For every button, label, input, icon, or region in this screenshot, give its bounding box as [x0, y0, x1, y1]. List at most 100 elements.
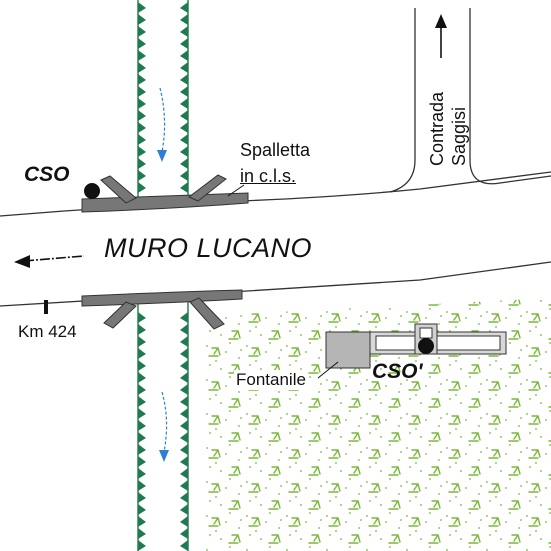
fontanile-structure	[325, 323, 507, 369]
bank-hatch-tooth	[180, 528, 188, 539]
bank-hatch-tooth	[138, 516, 146, 527]
bank-hatch-tooth	[180, 480, 188, 491]
bank-hatch-tooth	[180, 372, 188, 383]
town-label: MURO LUCANO	[104, 233, 313, 263]
cso-prime-marker	[418, 338, 434, 354]
bank-hatch-tooth	[180, 468, 188, 479]
bank-hatch-tooth	[138, 456, 146, 467]
bank-hatch-tooth	[138, 420, 146, 431]
bank-hatch-tooth	[180, 134, 188, 145]
bank-hatch-tooth	[180, 360, 188, 371]
fontanile-label: Fontanile	[234, 370, 308, 390]
cso-marker	[84, 183, 100, 199]
bank-hatch-tooth	[180, 336, 188, 347]
saggisi-label: Saggisi	[449, 106, 469, 166]
bridge-north	[81, 174, 249, 213]
bank-hatch-tooth	[138, 134, 146, 145]
bank-hatch-tooth	[138, 74, 146, 85]
bank-hatch-tooth	[180, 86, 188, 97]
bank-hatch-tooth	[138, 110, 146, 121]
bank-hatch-tooth	[138, 444, 146, 455]
bank-hatch-tooth	[180, 504, 188, 515]
bank-hatch-tooth	[138, 50, 146, 61]
bank-hatch-tooth	[180, 420, 188, 431]
bank-hatch-tooth	[138, 396, 146, 407]
bank-hatch-tooth	[138, 492, 146, 503]
bank-hatch-tooth	[138, 384, 146, 395]
bank-hatch-tooth	[138, 170, 146, 181]
spalletta-material-label: in c.l.s.	[240, 166, 297, 186]
bank-hatch-tooth	[138, 146, 146, 157]
bank-hatch-tooth	[138, 432, 146, 443]
bank-hatch-tooth	[180, 146, 188, 157]
bank-hatch-tooth	[180, 444, 188, 455]
bank-hatch-tooth	[180, 98, 188, 109]
bank-hatch-tooth	[138, 14, 146, 25]
bank-hatch-tooth	[180, 74, 188, 85]
contrada-label: Contrada	[427, 91, 447, 166]
bank-hatch-tooth	[180, 170, 188, 181]
bank-hatch-tooth	[138, 98, 146, 109]
bank-hatch-tooth	[138, 348, 146, 359]
cso-label: CSO	[24, 163, 70, 186]
bank-hatch-tooth	[180, 50, 188, 61]
bank-hatch-tooth	[138, 336, 146, 347]
bank-hatch-tooth	[180, 312, 188, 323]
bank-hatch-tooth	[180, 26, 188, 37]
bridge-south	[81, 289, 243, 330]
bank-hatch-tooth	[138, 122, 146, 133]
bank-hatch-tooth	[180, 38, 188, 49]
bank-hatch-tooth	[180, 182, 188, 193]
bank-hatch-tooth	[138, 540, 146, 551]
bank-hatch-tooth	[138, 360, 146, 371]
bank-hatch-tooth	[138, 86, 146, 97]
bank-hatch-tooth	[138, 504, 146, 515]
bank-hatch-tooth	[180, 110, 188, 121]
km-marker-label: Km 424	[18, 322, 77, 341]
bank-hatch-tooth	[138, 38, 146, 49]
bank-hatch-tooth	[180, 408, 188, 419]
bank-hatch-tooth	[138, 26, 146, 37]
fontanile-leader	[317, 361, 339, 379]
flow-arrow-north-head	[157, 150, 167, 162]
bank-hatch-tooth	[138, 324, 146, 335]
bank-hatch-tooth	[180, 516, 188, 527]
spalletta-label: Spalletta	[240, 140, 311, 160]
bank-hatch-tooth	[180, 540, 188, 551]
bank-hatch-tooth	[180, 456, 188, 467]
stream-bank-hatch	[138, 312, 188, 551]
stream-south	[137, 302, 189, 551]
road-contrada-saggisi	[389, 8, 551, 193]
km-marker-post	[44, 300, 48, 314]
bank-hatch-tooth	[138, 528, 146, 539]
stream-bank-hatch	[138, 2, 188, 193]
arrow-north	[435, 14, 447, 58]
bank-hatch-tooth	[180, 396, 188, 407]
bank-hatch-tooth	[138, 468, 146, 479]
bank-hatch-tooth	[138, 62, 146, 73]
bank-hatch-tooth	[138, 158, 146, 169]
bank-hatch-tooth	[180, 122, 188, 133]
bank-hatch-tooth	[180, 158, 188, 169]
vegetation-area	[204, 298, 551, 551]
arrow-west	[14, 255, 85, 268]
bank-hatch-tooth	[180, 384, 188, 395]
bank-hatch-tooth	[180, 14, 188, 25]
bank-hatch-tooth	[138, 480, 146, 491]
stream-north	[137, 0, 189, 199]
cso-prime-label: CSO'	[372, 360, 423, 383]
bank-hatch-tooth	[180, 324, 188, 335]
bank-hatch-tooth	[180, 432, 188, 443]
bank-hatch-tooth	[180, 492, 188, 503]
bank-hatch-tooth	[138, 2, 146, 13]
bank-hatch-tooth	[180, 2, 188, 13]
flow-arrow-south-head	[159, 450, 169, 462]
flow-arrow-south	[161, 391, 168, 453]
bank-hatch-tooth	[138, 408, 146, 419]
bank-hatch-tooth	[138, 372, 146, 383]
bank-hatch-tooth	[180, 62, 188, 73]
bank-hatch-tooth	[180, 348, 188, 359]
spalletta-leader	[227, 184, 245, 197]
